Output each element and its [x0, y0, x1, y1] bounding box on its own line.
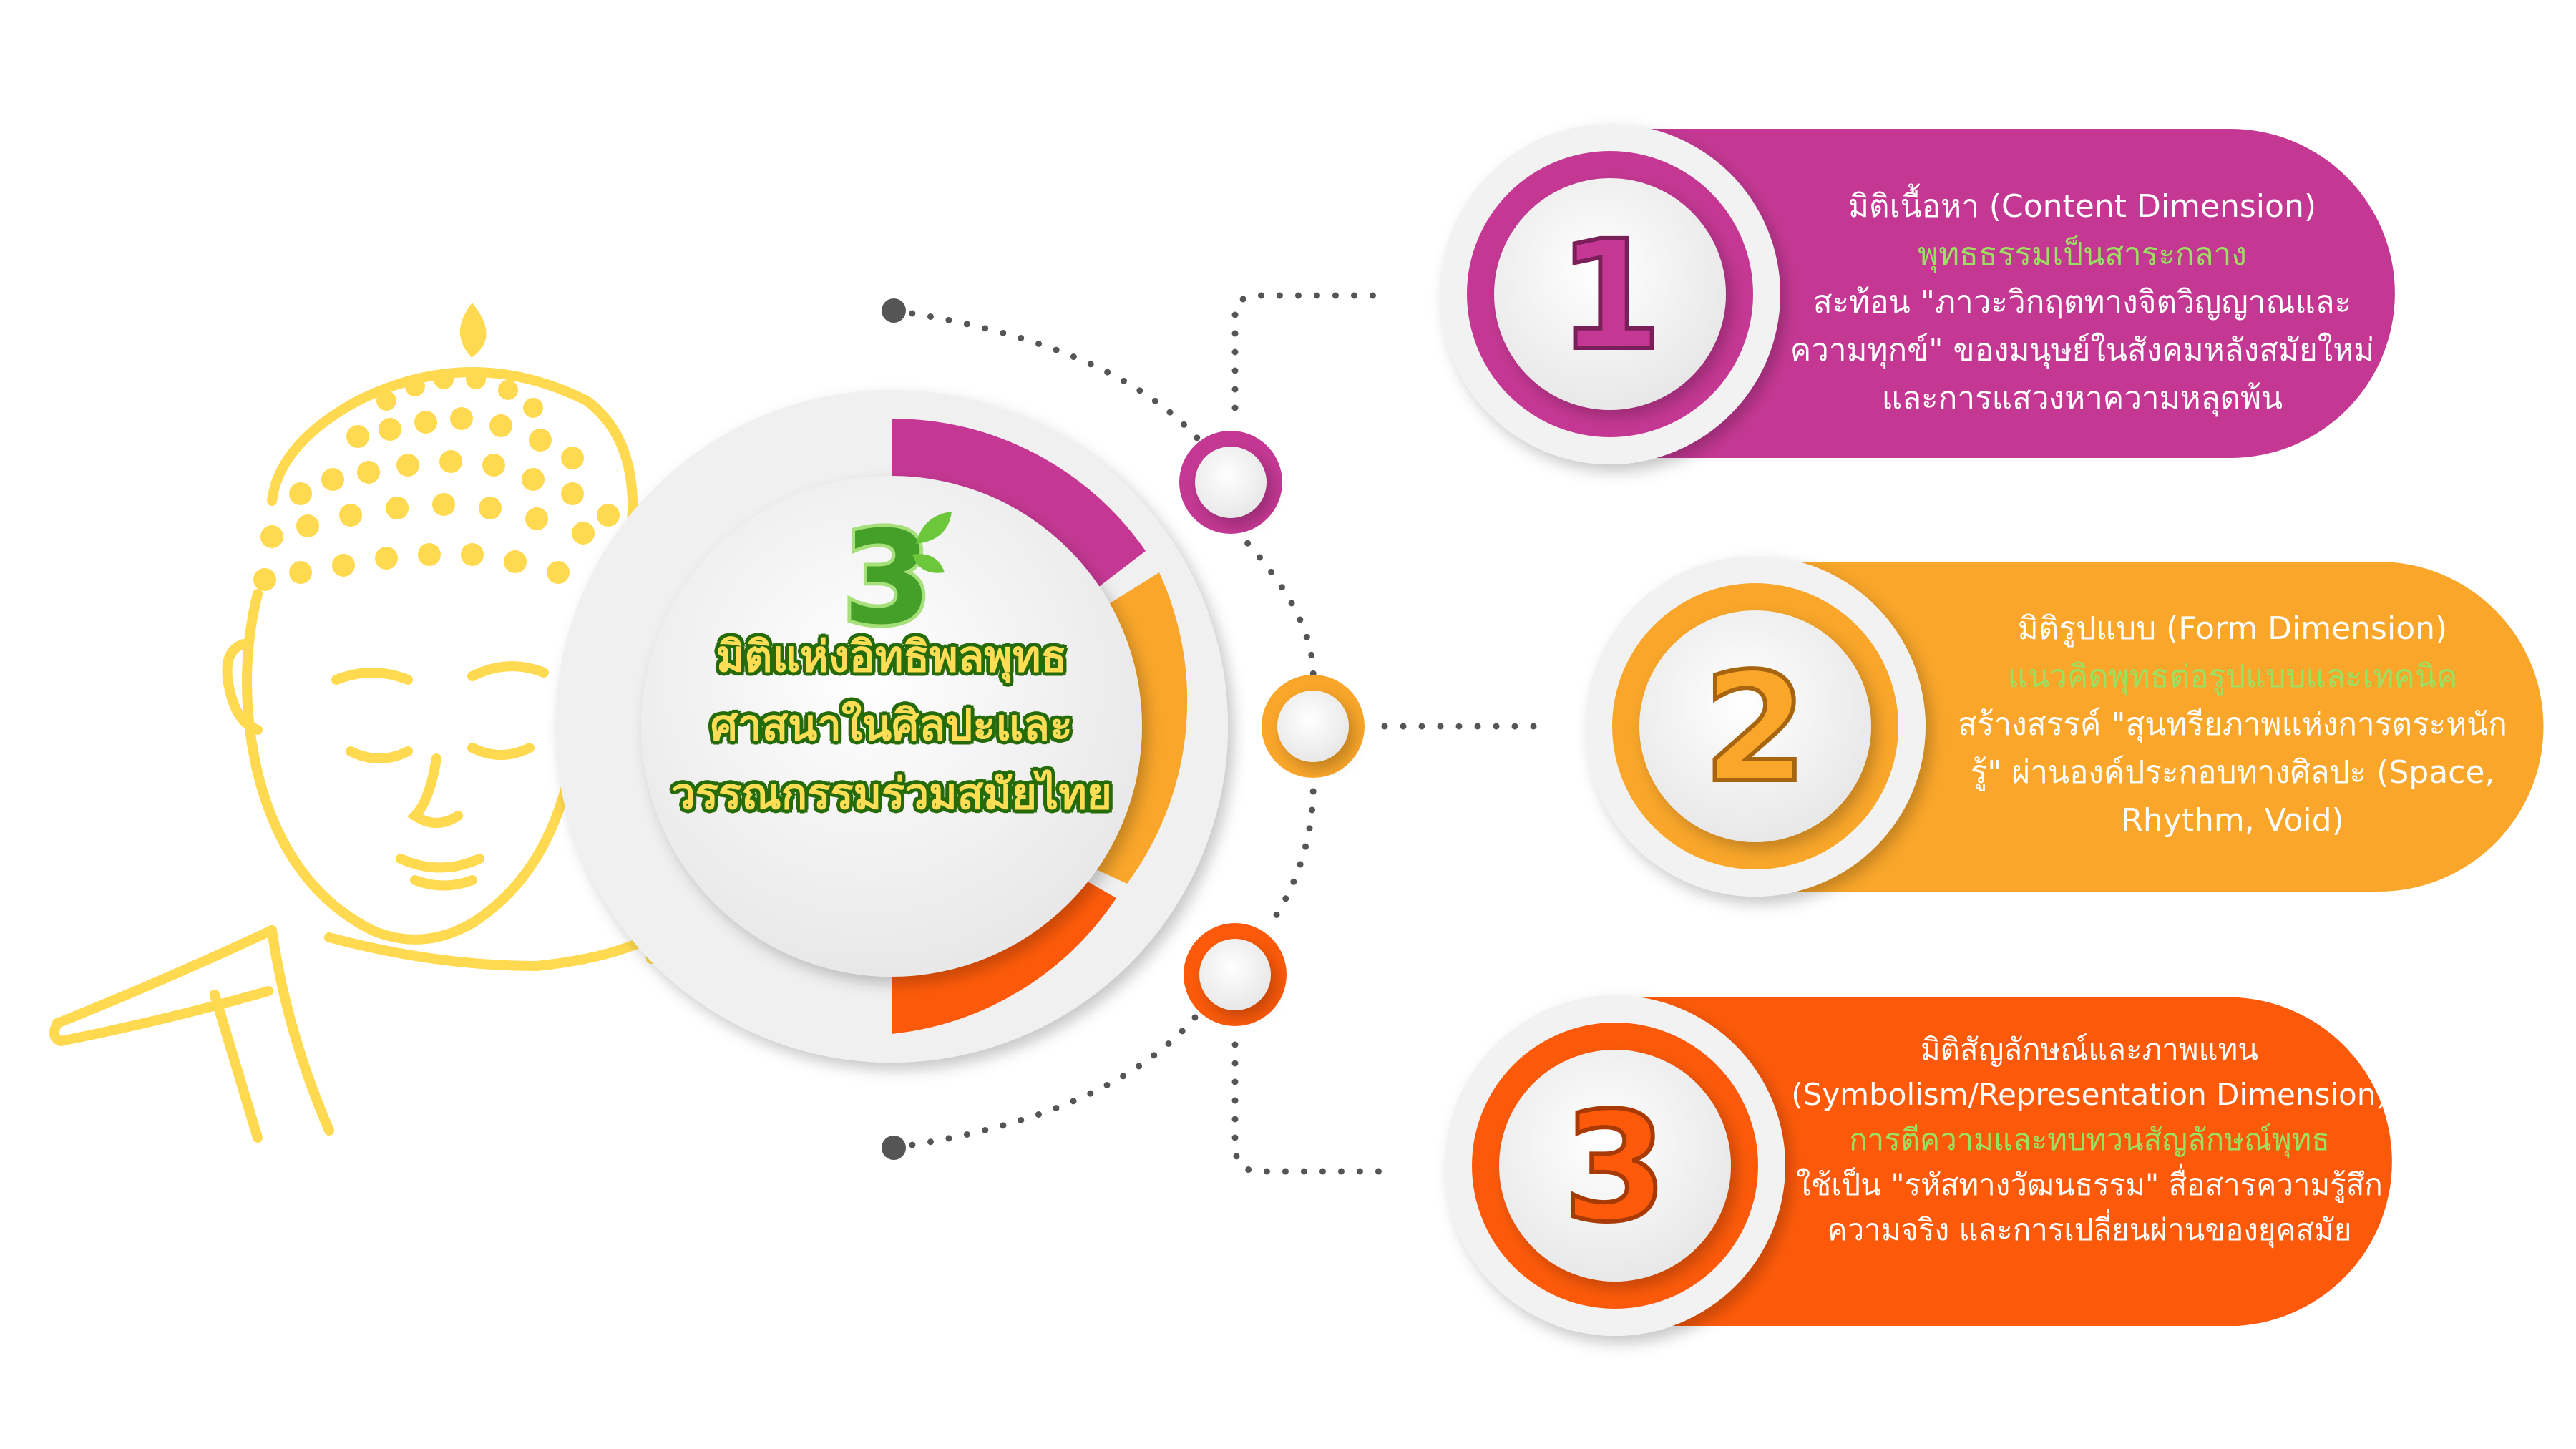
dimension-title: มิติสัญลักษณ์และภาพแทน [1921, 1032, 2258, 1067]
node-circle-1 [1179, 431, 1282, 534]
leaf-icon [912, 554, 945, 573]
connector-endpoint [882, 298, 906, 323]
dimension-body-line: ความจริง และการเปลี่ยนผ่านของยุคสมัย [1827, 1212, 2352, 1247]
dotted-connectors [890, 292, 1549, 1175]
center-title: มิติแห่งอิทธิพลพุทธ ศาสนาในศิลปะและ วรรณ… [634, 623, 1149, 829]
pill-1 [1440, 124, 2395, 464]
dimension-body-line: ใช้เป็น "รหัสทางวัฒนธรรม" สื่อสารความรู้… [1796, 1167, 2383, 1202]
ring-segment-1 [892, 418, 1146, 595]
dimension-3-text: มิติสัญลักษณ์และภาพแทน (Symbolism/Repres… [1775, 1027, 2404, 1252]
pill-3 [1445, 995, 2392, 1336]
pill-2 [1585, 556, 2544, 897]
dimension-number-3: 3 [1563, 1080, 1667, 1255]
dimension-title: มิติเนื้อหา (Content Dimension) [1848, 188, 2316, 225]
badge-number: 3 [842, 504, 932, 653]
center-title-line: มิติแห่งอิทธิพลพุทธ [716, 632, 1068, 682]
center-title-line: ศาสนาในศิลปะและ [710, 701, 1073, 751]
node-circle-2 [1262, 675, 1365, 778]
dimension-body-line: รู้" ผ่านองค์ประกอบทางศิลปะ (Space, [1970, 754, 2495, 791]
dimension-body-line: สร้างสรรค์ "สุนทรียภาพแห่งการตระหนัก [1958, 706, 2507, 743]
central-ring [555, 390, 1228, 1063]
dimension-title-en: (Symbolism/Representation Dimension) [1791, 1077, 2388, 1112]
green-number-badge: 3 [839, 500, 952, 657]
dimension-body-line: และการแสวงหาความหลุดพ้น [1881, 380, 2283, 416]
dimension-number-1: 1 [1558, 208, 1662, 384]
dimension-body-line: Rhythm, Void) [2121, 802, 2344, 839]
dimension-number-2: 2 [1703, 640, 1807, 816]
dimension-body-line: สะท้อน "ภาวะวิกฤตทางจิตวิญญาณและ [1813, 284, 2352, 321]
node-circle-3 [1184, 923, 1287, 1026]
dimension-highlight: การตีความและทบทวนสัญลักษณ์พุทธ [1849, 1122, 2330, 1157]
leaf-icon [916, 512, 952, 544]
dimension-title: มิติรูปแบบ (Form Dimension) [2017, 610, 2448, 647]
dimension-highlight: แนวคิดพุทธต่อรูปแบบและเทคนิค [2007, 658, 2458, 695]
dimension-2-text: มิติรูปแบบ (Form Dimension) แนวคิดพุทธต่… [1925, 605, 2540, 844]
dimension-body-line: ความทุกข์" ของมนุษย์ในสังคมหลังสมัยใหม่ [1790, 332, 2375, 369]
center-title-line: วรรณกรรมร่วมสมัยไทย [671, 769, 1112, 819]
connector-endpoint [882, 1136, 906, 1160]
dimension-1-text: มิติเนื้อหา (Content Dimension) พุทธธรรม… [1767, 182, 2397, 422]
dimension-highlight: พุทธธรรมเป็นสาระกลาง [1918, 236, 2247, 273]
